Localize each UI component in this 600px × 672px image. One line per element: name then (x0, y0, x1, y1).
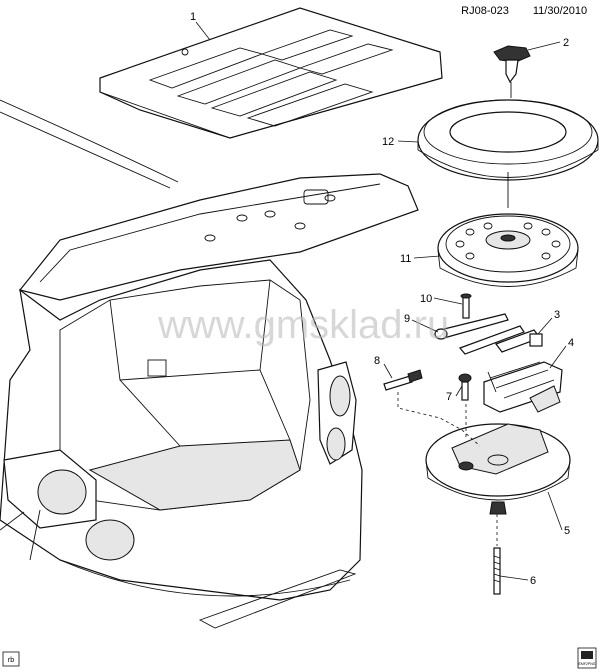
wheel-retainer-knob (493, 45, 531, 98)
jack (483, 361, 563, 413)
callout-7: 7 (446, 391, 452, 403)
assembly-line (397, 392, 481, 447)
storage-tray (425, 423, 571, 515)
corner-tag-right: EMF2PNG (577, 647, 597, 669)
diagram-date: 11/30/2010 (533, 5, 587, 17)
callout-10: 10 (420, 293, 432, 305)
leader-lines (195, 21, 567, 581)
wheel-wrench (434, 313, 525, 355)
vehicle-body (0, 99, 419, 629)
callout-3: 3 (554, 309, 560, 321)
mounting-stud (493, 547, 501, 595)
callout-4: 4 (568, 337, 574, 349)
spare-tire (417, 99, 599, 181)
corner-tag-right-label: EMF2PNG (579, 662, 596, 666)
spare-wheel (437, 172, 579, 287)
floor-panel (99, 7, 443, 139)
jack-handle (495, 329, 543, 353)
callout-6: 6 (530, 575, 536, 587)
callout-1: 1 (190, 11, 196, 23)
callout-5: 5 (564, 525, 570, 537)
corner-tag-left: rb (2, 651, 20, 667)
callouts: 1 2 3 4 5 6 7 8 9 10 11 12 (190, 11, 574, 587)
callout-8: 8 (374, 355, 380, 367)
callout-12: 12 (382, 136, 394, 148)
callout-2: 2 (563, 37, 569, 49)
jack-bolt (458, 373, 472, 401)
corner-tag-left-label: rb (8, 657, 14, 664)
callout-11: 11 (400, 253, 411, 265)
hold-down-bolt (460, 293, 472, 319)
watermark: www.gmsklad.ru (157, 303, 449, 347)
tool-pin (383, 369, 423, 391)
callout-9: 9 (404, 313, 410, 325)
diagram-code: RJ08-023 (461, 5, 509, 17)
